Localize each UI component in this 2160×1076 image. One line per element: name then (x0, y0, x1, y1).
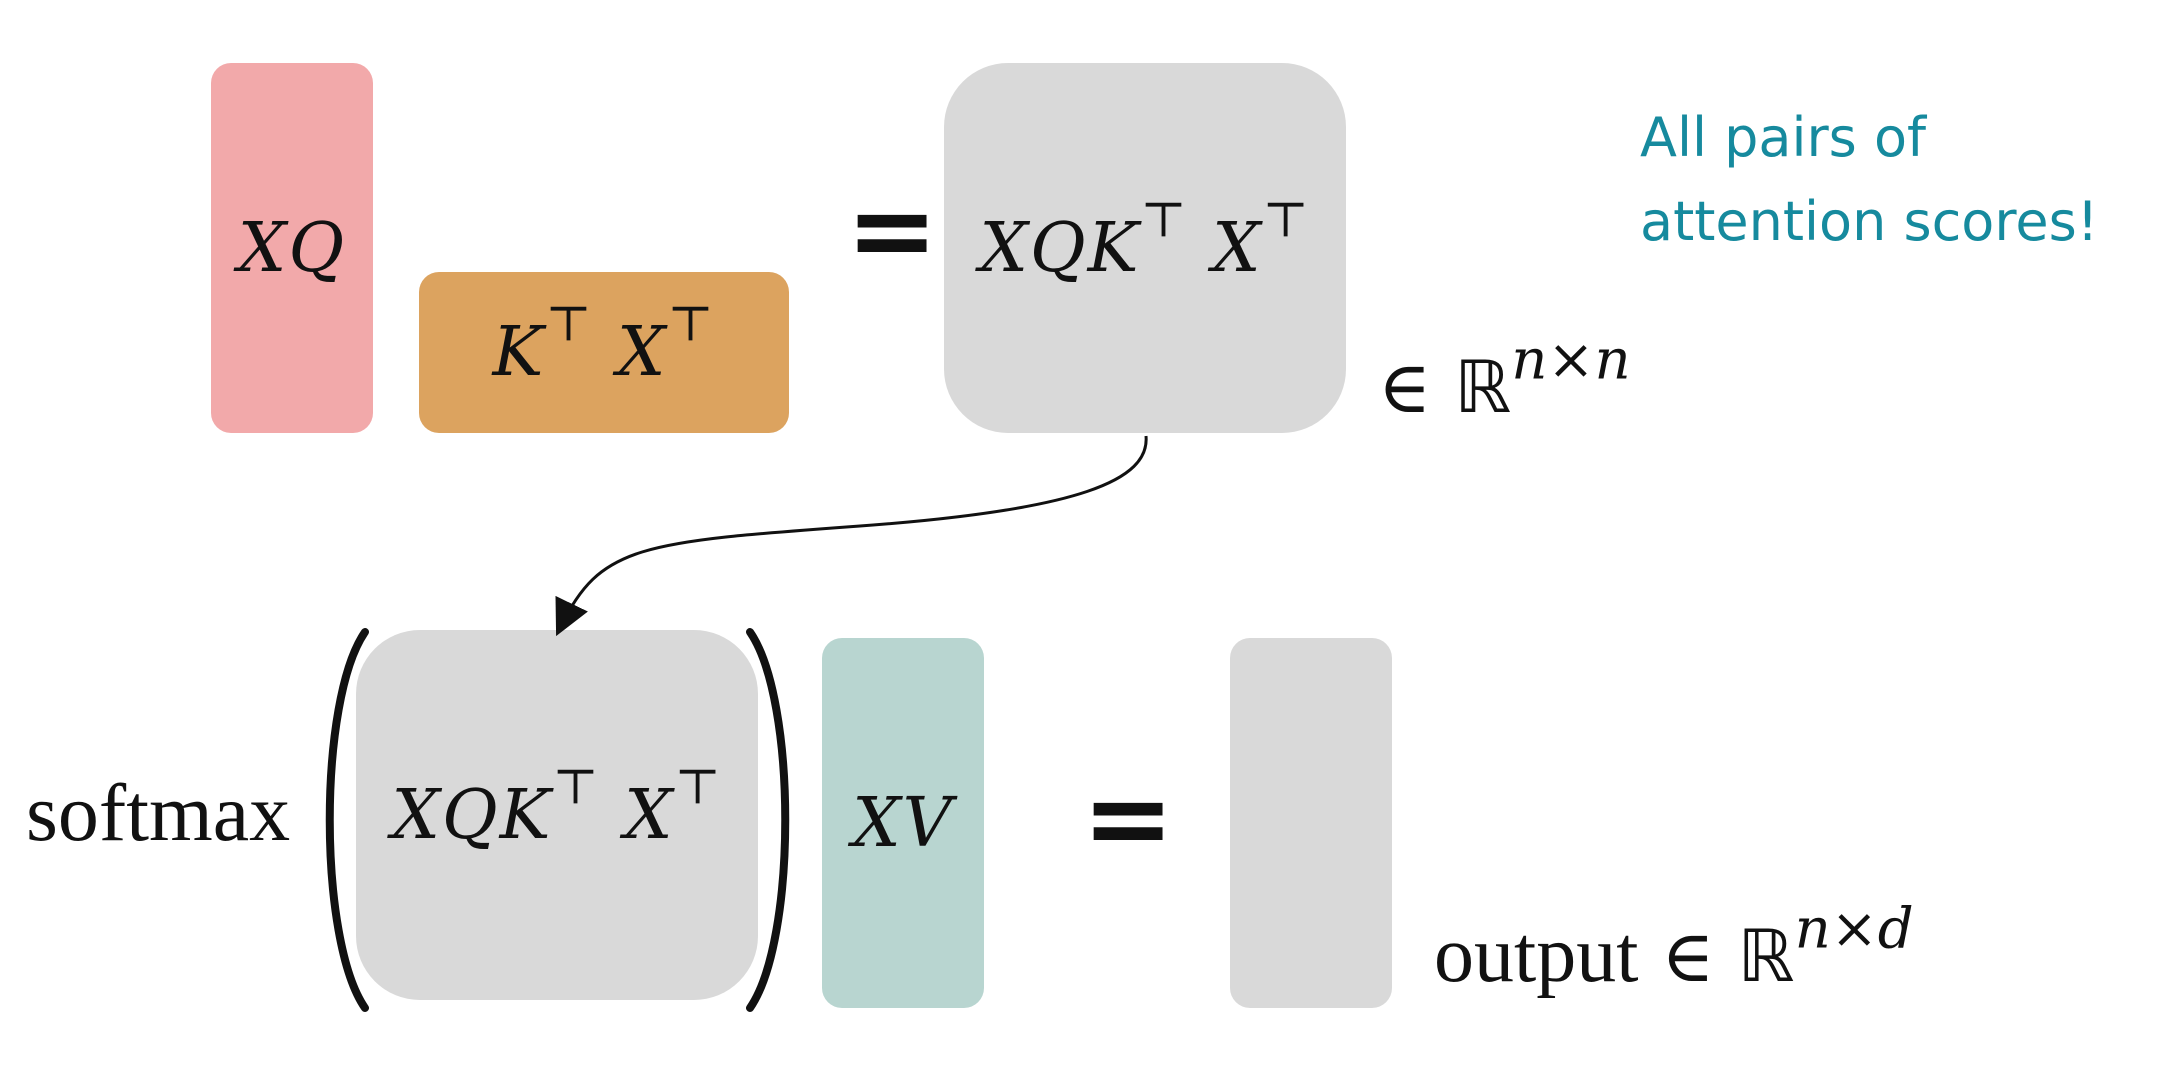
x-transpose-sup: ⊤ (674, 758, 723, 816)
softmax-input-label: XQK⊤ X⊤ (391, 762, 722, 855)
k-transpose-sup: ⊤ (552, 758, 601, 816)
real-set-symbol: ℝ (1737, 914, 1795, 998)
x-transpose-sup: ⊤ (667, 295, 716, 353)
k-transpose-sup: ⊤ (1140, 191, 1189, 249)
xq-matrix-label: XQ (237, 208, 347, 288)
x-symbol: X (617, 313, 668, 392)
xv-matrix-label: XV (852, 783, 954, 863)
k-transpose-sup: ⊤ (545, 295, 594, 353)
kx-transpose-matrix-box: K⊤ X⊤ (419, 272, 789, 433)
attention-score-matrix-box: XQK⊤ X⊤ (944, 63, 1346, 433)
xv-matrix-box: XV (822, 638, 984, 1008)
xqk-symbol: XQK (979, 208, 1141, 288)
xqk-symbol: XQK (391, 775, 553, 855)
output-dims: n×d (1794, 896, 1914, 962)
kx-transpose-label: K⊤ X⊤ (492, 300, 716, 392)
annotation-line-1: All pairs of (1640, 106, 1927, 169)
x-transpose-sup: ⊤ (1262, 191, 1311, 249)
k-symbol: K (492, 313, 546, 392)
annotation-line-2: attention scores! (1640, 190, 2099, 253)
bottom-equals-sign: = (1082, 754, 1175, 882)
softmax-label: softmax (26, 767, 291, 858)
softmax-input-matrix-box: XQK⊤ X⊤ (356, 630, 758, 1000)
output-word: output (1434, 911, 1639, 999)
top-equals-sign: = (846, 166, 939, 294)
right-parenthesis (746, 628, 790, 1012)
x-symbol: X (624, 775, 675, 855)
output-membership-label: output ∈ ℝn×d (1434, 901, 1914, 1001)
score-dims: n×n (1511, 327, 1631, 393)
x-symbol: X (1212, 208, 1263, 288)
xq-matrix-box: XQ (211, 63, 373, 433)
element-of-symbol: ∈ (1378, 345, 1432, 429)
score-membership-label: ∈ ℝn×n (1378, 332, 1631, 429)
element-of-symbol: ∈ (1661, 914, 1715, 998)
curved-arrow (555, 435, 1148, 637)
output-matrix-box (1230, 638, 1392, 1008)
real-set-symbol: ℝ (1454, 345, 1512, 429)
left-parenthesis (325, 628, 369, 1012)
attention-score-label: XQK⊤ X⊤ (979, 195, 1310, 288)
